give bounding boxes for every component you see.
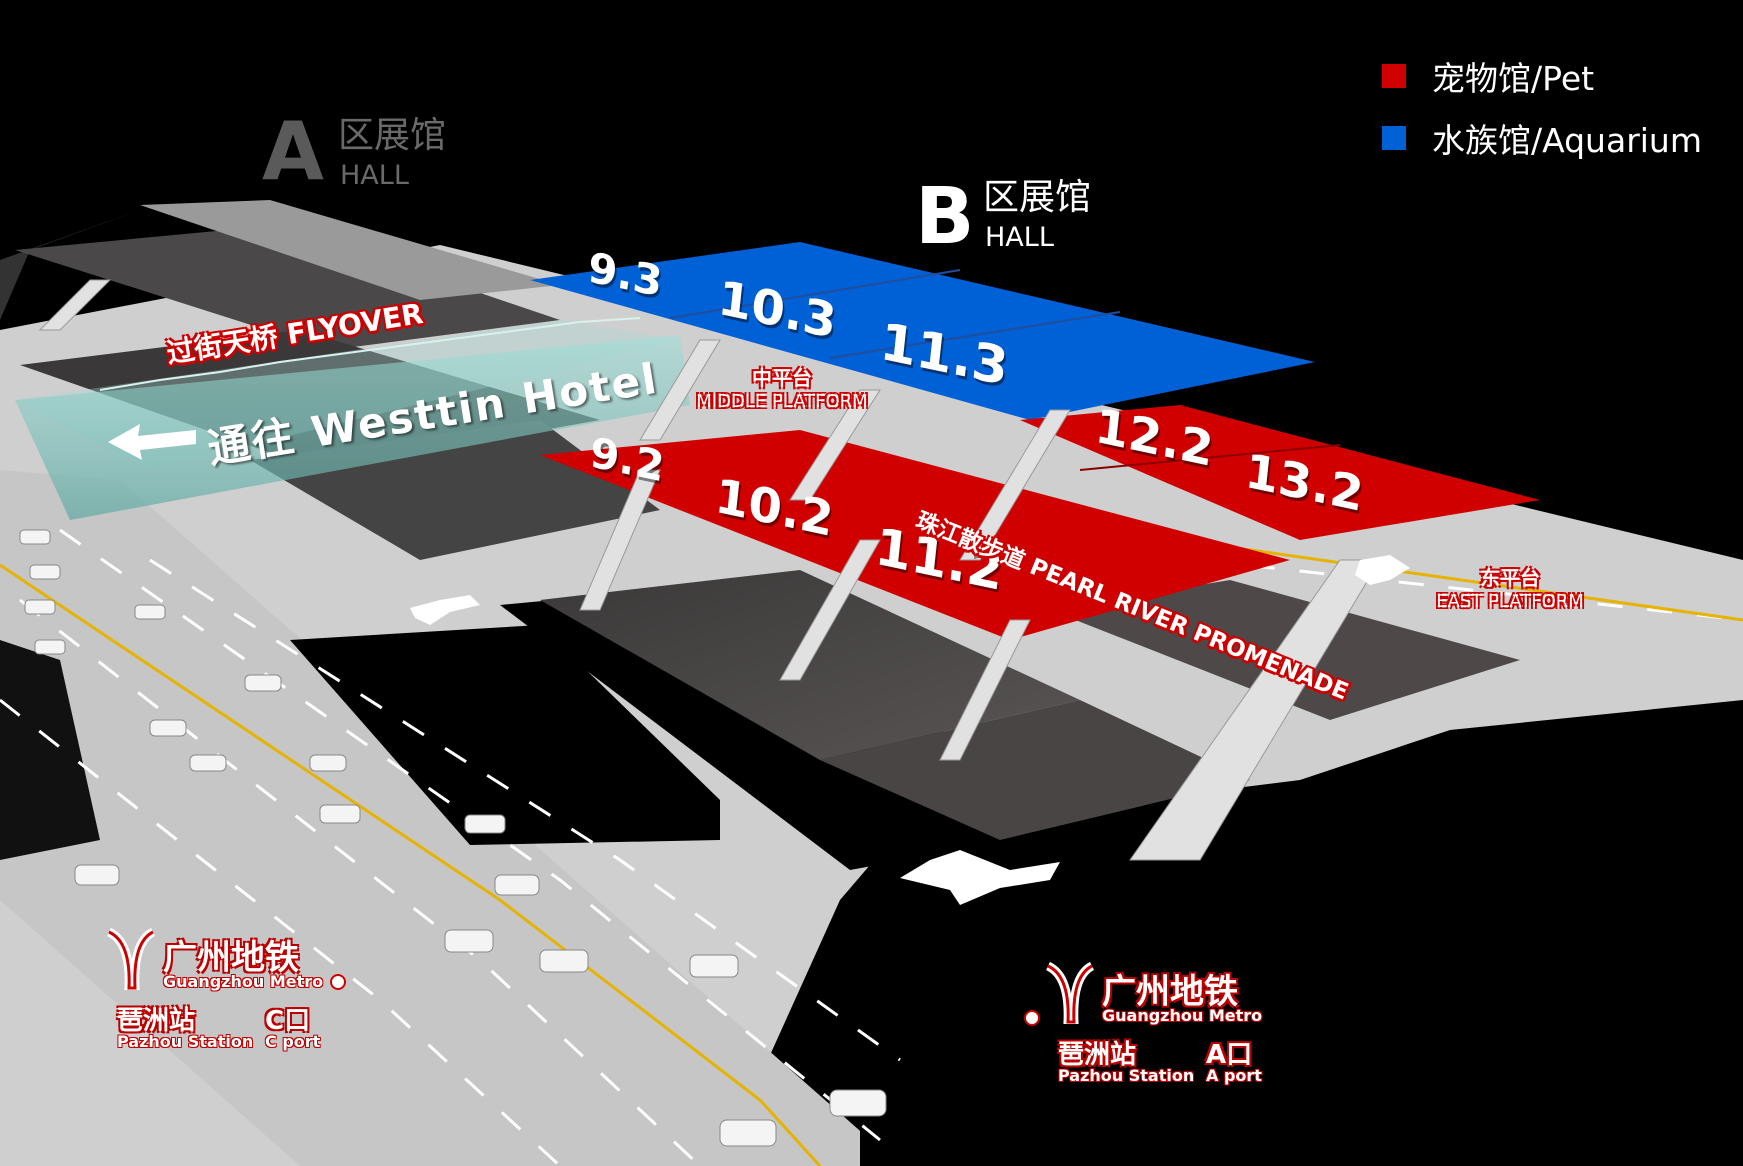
- metro-station-en: Pazhou Station: [117, 1032, 254, 1051]
- middle-platform-cn: 中平台: [752, 366, 812, 390]
- metro-a-sign: 广州地铁 Guangzhou Metro 琶洲站 Pazhou Station …: [1024, 962, 1270, 1102]
- hall-b-floor-2: [820, 700, 1250, 840]
- stair-5: [789, 389, 881, 501]
- car: [309, 754, 347, 772]
- flyover-arches: [99, 317, 641, 391]
- middle-platform-label: 中平台 MIDDLE PLATFORM: [682, 362, 882, 412]
- hall-a-floor-1: [15, 225, 560, 350]
- stairs: [38, 279, 1381, 861]
- car: [319, 804, 361, 824]
- stair-a: [38, 279, 112, 331]
- car: [189, 754, 227, 772]
- yellow-lane: [0, 563, 822, 1166]
- car: [494, 874, 540, 896]
- pet-hall-plane: [540, 430, 1290, 640]
- middle-platform-en: MIDDLE PLATFORM: [696, 391, 868, 412]
- metro-station-cn: 琶洲站: [117, 1006, 196, 1036]
- aquarium-hall-plane: [530, 242, 1315, 420]
- legend-label-aquarium: 水族馆/Aquarium: [1432, 121, 1702, 160]
- pet-swatch: [1382, 64, 1406, 88]
- lane-dash-4: [149, 558, 901, 1062]
- car: [29, 564, 61, 580]
- east-platform-label: 东平台 EAST PLATFORM: [1420, 562, 1600, 612]
- stair-1: [579, 469, 661, 611]
- car: [24, 599, 56, 615]
- car: [719, 1119, 777, 1147]
- metro-dot: [1024, 1010, 1040, 1026]
- car: [134, 604, 166, 620]
- aquarium-swatch: [1382, 126, 1406, 150]
- legend-item-pet: 宠物馆/Pet: [1382, 52, 1594, 100]
- flyover-glass: [15, 335, 690, 520]
- car: [149, 719, 187, 737]
- hall-b-letter: B: [915, 172, 975, 262]
- car: [244, 674, 282, 692]
- hall-a-en: HALL: [340, 160, 409, 191]
- stair-3: [939, 619, 1031, 761]
- two-way-arrow-icon: [1355, 555, 1410, 585]
- metro-brand-en: Guangzhou Metro: [1102, 1006, 1263, 1025]
- car: [19, 529, 51, 545]
- hall-a-letter: A: [262, 105, 324, 198]
- metro-brand-en: Guangzhou Metro: [163, 972, 324, 991]
- stair-2: [779, 539, 881, 681]
- car: [34, 639, 66, 655]
- two-way-arrow-icon: [410, 595, 480, 625]
- metro-brand-cn: 广州地铁: [163, 938, 299, 978]
- stair-4: [639, 339, 721, 441]
- legend-item-aquarium: 水族馆/Aquarium: [1382, 114, 1702, 162]
- car: [539, 949, 589, 973]
- pet-divider-1: [1079, 444, 1341, 471]
- car: [829, 1089, 887, 1117]
- aquarium-divider-1: [669, 269, 961, 319]
- metro-brand-cn: 广州地铁: [1102, 972, 1238, 1012]
- lane-dash-3: [0, 698, 562, 1166]
- aquarium-divider-2: [829, 311, 1121, 359]
- hall-b-cn: 区展馆: [983, 177, 1092, 218]
- hall-a-cn: 区展馆: [338, 115, 447, 156]
- metro-c-sign: 广州地铁 Guangzhou Metro 琶洲站 Pazhou Station …: [105, 928, 346, 1068]
- arrow-left-icon: [108, 420, 198, 460]
- lane-dash-2: [59, 528, 881, 1142]
- metro-station-en: Pazhou Station: [1058, 1066, 1195, 1085]
- lane-dash-5: [1199, 558, 1743, 622]
- metro-logo-icon: [1045, 962, 1095, 1024]
- legend-label-pet: 宠物馆/Pet: [1432, 59, 1595, 98]
- metro-exit-cn: C口: [265, 1006, 311, 1036]
- metro-exit-en: C port: [265, 1032, 321, 1051]
- stair-6: [959, 409, 1071, 561]
- road-arrows: [410, 555, 1410, 905]
- hall-a-roofstrip: [140, 200, 560, 300]
- car: [689, 954, 739, 978]
- metro-logo-icon: [106, 928, 156, 990]
- metro-station-cn: 琶洲站: [1058, 1040, 1137, 1070]
- car: [464, 814, 506, 834]
- block-2: [0, 640, 100, 860]
- cars: [19, 529, 887, 1147]
- block-5: [1200, 720, 1743, 1166]
- metro-exit-en: A port: [1206, 1066, 1262, 1085]
- two-way-arrow-icon: [900, 850, 1060, 905]
- hall-b-en: HALL: [985, 222, 1054, 253]
- car: [444, 929, 494, 953]
- east-platform-cn: 东平台: [1480, 566, 1540, 590]
- car: [74, 864, 120, 886]
- east-platform-en: EAST PLATFORM: [1436, 591, 1584, 612]
- metro-dot: [330, 974, 346, 990]
- block-1: [290, 625, 720, 845]
- metro-exit-cn: A口: [1206, 1040, 1253, 1070]
- pet-hall-east: [1020, 405, 1540, 540]
- lane-yellow-right: [1179, 538, 1743, 622]
- hall-b-floor-1: [540, 570, 1080, 760]
